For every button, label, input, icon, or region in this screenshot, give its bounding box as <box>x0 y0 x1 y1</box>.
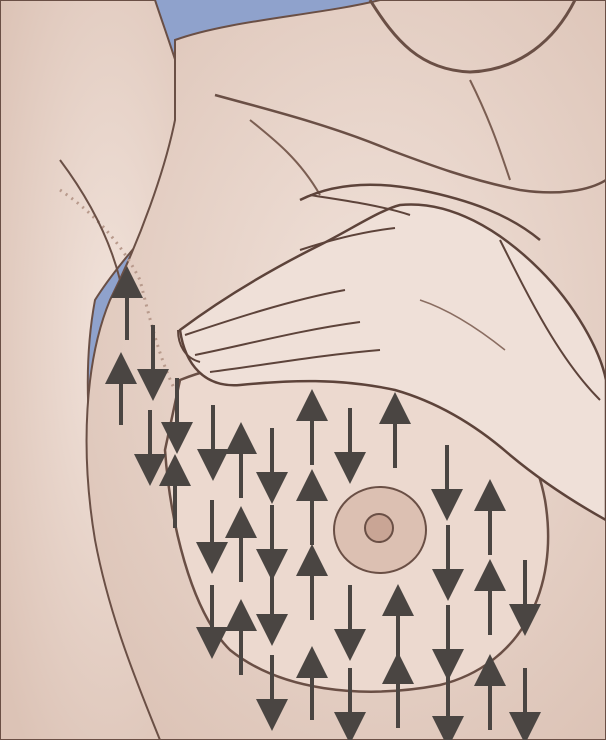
nipple <box>365 514 393 542</box>
